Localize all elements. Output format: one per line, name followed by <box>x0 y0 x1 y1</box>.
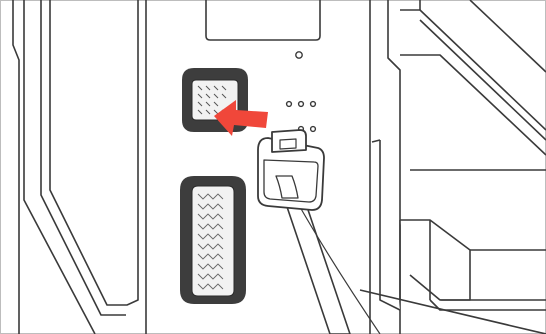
screw-hole <box>296 52 302 58</box>
indicator-hole <box>299 102 304 107</box>
indicator-hole <box>311 102 316 107</box>
lower-port <box>180 176 246 304</box>
indicator-hole <box>287 102 292 107</box>
indicator-hole <box>311 127 316 132</box>
